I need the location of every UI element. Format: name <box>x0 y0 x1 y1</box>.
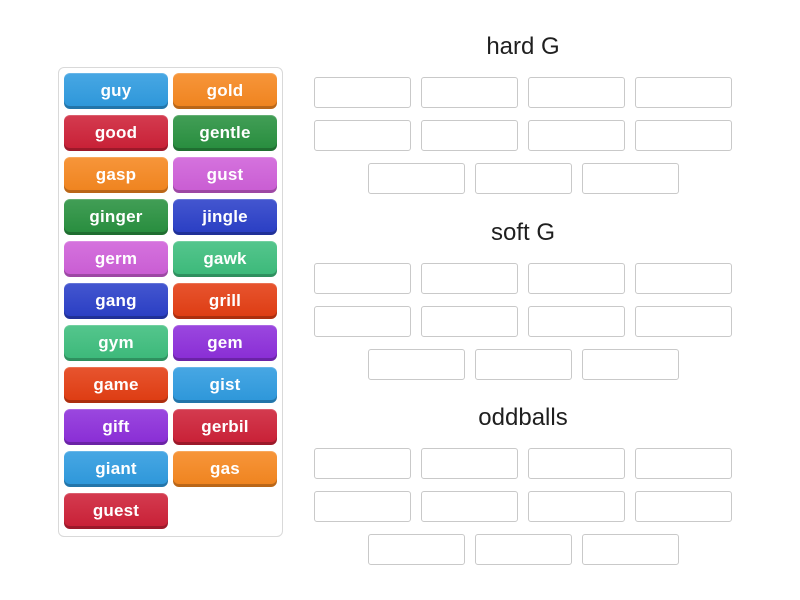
word-tile[interactable]: good <box>64 115 168 151</box>
drop-slot[interactable] <box>474 534 572 565</box>
group-title-soft-g: soft G <box>490 219 556 246</box>
slot-row <box>314 491 732 522</box>
drop-slot[interactable] <box>367 534 465 565</box>
drop-slot[interactable] <box>528 263 625 294</box>
drop-slot[interactable] <box>635 263 732 294</box>
word-tile[interactable]: guy <box>64 73 168 109</box>
word-tile[interactable]: gas <box>173 451 277 487</box>
slot-row <box>314 306 732 337</box>
drop-slot[interactable] <box>421 77 518 108</box>
drop-slot[interactable] <box>314 120 411 151</box>
drop-slot[interactable] <box>367 163 465 194</box>
group-title-hard-g: hard G <box>486 33 560 60</box>
drop-slot[interactable] <box>581 349 679 380</box>
drop-slot[interactable] <box>635 448 732 479</box>
drop-slot[interactable] <box>314 306 411 337</box>
slot-row <box>314 448 732 479</box>
drop-slot[interactable] <box>581 534 679 565</box>
group-hard-g-slots <box>314 77 732 194</box>
word-tile[interactable]: gerbil <box>173 409 277 445</box>
word-tile[interactable]: gym <box>64 325 168 361</box>
drop-slot[interactable] <box>421 306 518 337</box>
drop-slot[interactable] <box>314 491 411 522</box>
drop-slot[interactable] <box>314 448 411 479</box>
word-tile[interactable]: gold <box>173 73 277 109</box>
slot-row <box>314 163 732 194</box>
slot-row <box>314 349 732 380</box>
word-tile[interactable]: gentle <box>173 115 277 151</box>
drop-slot[interactable] <box>528 491 625 522</box>
word-tile[interactable]: gawk <box>173 241 277 277</box>
group-soft-g: soft G <box>314 219 732 392</box>
word-tile[interactable]: jingle <box>173 199 277 235</box>
drop-slot[interactable] <box>314 263 411 294</box>
drop-slot[interactable] <box>314 77 411 108</box>
drop-slot[interactable] <box>581 163 679 194</box>
slot-row <box>314 120 732 151</box>
group-title-oddballs: oddballs <box>478 404 568 431</box>
drop-slot[interactable] <box>421 448 518 479</box>
group-oddballs-slots <box>314 448 732 565</box>
drop-slot[interactable] <box>528 120 625 151</box>
word-tile[interactable]: ginger <box>64 199 168 235</box>
word-tile[interactable]: gist <box>173 367 277 403</box>
slot-row <box>314 77 732 108</box>
word-tile[interactable]: grill <box>173 283 277 319</box>
drop-slot[interactable] <box>635 120 732 151</box>
group-soft-g-slots <box>314 263 732 380</box>
word-tile[interactable]: gem <box>173 325 277 361</box>
word-tile[interactable]: giant <box>64 451 168 487</box>
word-tile[interactable]: guest <box>64 493 168 529</box>
drop-slot[interactable] <box>528 306 625 337</box>
word-tile[interactable]: germ <box>64 241 168 277</box>
word-tile[interactable]: gust <box>173 157 277 193</box>
drop-slot[interactable] <box>528 77 625 108</box>
word-tile[interactable]: gang <box>64 283 168 319</box>
group-oddballs: oddballs <box>314 404 732 577</box>
drop-slot[interactable] <box>635 306 732 337</box>
sort-groups-column: hard G soft G oddballs <box>314 0 732 600</box>
drop-slot[interactable] <box>421 120 518 151</box>
slot-row <box>314 534 732 565</box>
word-tile[interactable]: gasp <box>64 157 168 193</box>
drop-slot[interactable] <box>474 163 572 194</box>
drop-slot[interactable] <box>421 491 518 522</box>
drop-slot[interactable] <box>635 77 732 108</box>
group-hard-g: hard G <box>314 33 732 206</box>
word-tile[interactable]: gift <box>64 409 168 445</box>
drop-slot[interactable] <box>474 349 572 380</box>
drop-slot[interactable] <box>528 448 625 479</box>
slot-row <box>314 263 732 294</box>
word-tile[interactable]: game <box>64 367 168 403</box>
drop-slot[interactable] <box>421 263 518 294</box>
drop-slot[interactable] <box>635 491 732 522</box>
drop-slot[interactable] <box>367 349 465 380</box>
